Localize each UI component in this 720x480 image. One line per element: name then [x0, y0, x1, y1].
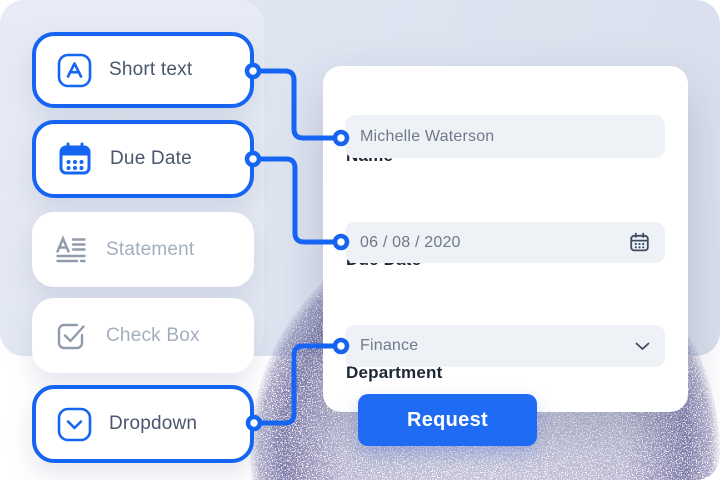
field-type-card-dropdown[interactable]: Dropdown [32, 385, 254, 463]
field-type-label: Check Box [106, 324, 200, 346]
connector-node [332, 233, 350, 251]
connector-node [245, 414, 263, 432]
request-button[interactable]: Request [358, 394, 537, 446]
field-type-card-check-box[interactable]: Check Box [32, 298, 254, 373]
field-type-label: Statement [106, 238, 195, 260]
name-input[interactable]: Michelle Waterson [345, 115, 665, 158]
connector-node [332, 129, 350, 147]
check-box-icon [53, 318, 89, 354]
short-text-icon [57, 53, 92, 88]
form-preview-card: Name Michelle Waterson Due Date 06 / 08 … [323, 66, 688, 412]
dropdown-icon [57, 407, 92, 442]
connector-node [244, 150, 262, 168]
field-type-label: Dropdown [109, 413, 198, 434]
field-type-label: Short text [109, 59, 193, 80]
calendar-icon[interactable] [629, 232, 650, 253]
due-date-input[interactable]: 06 / 08 / 2020 [345, 222, 665, 263]
department-select[interactable]: Finance [345, 325, 665, 367]
connector-node [244, 62, 262, 80]
name-input-value: Michelle Waterson [360, 127, 495, 145]
due-date-input-value: 06 / 08 / 2020 [360, 233, 461, 251]
field-type-label: Due Date [110, 148, 192, 169]
department-field-label: Department [346, 363, 443, 382]
field-type-card-statement[interactable]: Statement [32, 212, 254, 287]
department-select-value: Finance [360, 337, 419, 354]
chevron-down-icon[interactable] [635, 342, 650, 351]
due-date-icon [57, 141, 93, 177]
statement-icon [53, 232, 89, 268]
connector-node [332, 337, 350, 355]
field-type-card-due-date[interactable]: Due Date [32, 120, 254, 198]
